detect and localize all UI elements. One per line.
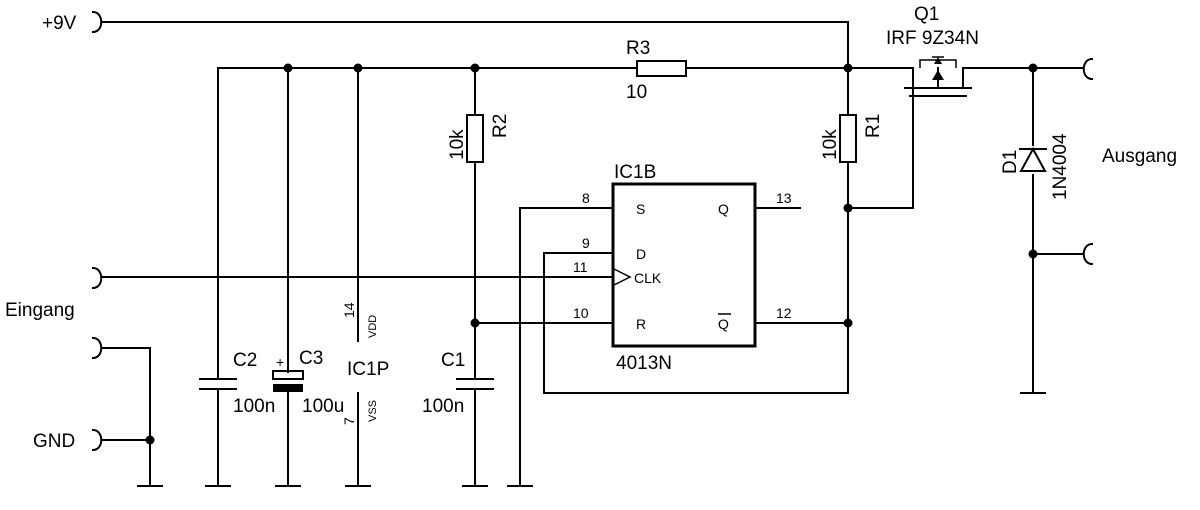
ic1b-ref: IC1B [614, 162, 656, 183]
output-label: Ausgang [1102, 146, 1177, 167]
pin-d-label: D [636, 246, 646, 262]
c1-value: 100n [422, 396, 464, 417]
c3-ref: C3 [299, 348, 323, 369]
c1-ref: C1 [441, 350, 465, 371]
ground-symbols [137, 392, 1046, 487]
gnd-connector[interactable] [91, 428, 103, 452]
capacitor-c2[interactable]: C2 100n [199, 350, 275, 417]
diode-d1[interactable]: D1 1N4004 [1000, 133, 1071, 200]
pin-s-label: S [636, 201, 645, 217]
r1-ref: R1 [863, 114, 884, 138]
capacitor-c1[interactable]: C1 100n [422, 350, 494, 417]
pin-qbar-label: Q [718, 316, 729, 332]
d1-value: 1N4004 [1050, 133, 1071, 200]
pin-qbar-number: 12 [776, 305, 792, 321]
q1-value: IRF 9Z34N [886, 28, 979, 49]
input-connector[interactable] [91, 266, 103, 290]
ic1b-value: 4013N [616, 353, 672, 374]
pin-d-number: 9 [582, 235, 590, 251]
r3-ref: R3 [626, 38, 650, 59]
c2-ref: C2 [233, 350, 257, 371]
c3-polarity: + [276, 354, 284, 370]
ic1p-vdd-pin: 14 [341, 302, 357, 318]
pin-clk-label: CLK [634, 270, 662, 286]
ic1p-vss-pin: 7 [341, 417, 357, 425]
vcc-label: +9V [42, 13, 77, 34]
resistor-r2[interactable]: 10k R2 [447, 114, 511, 163]
ic1p-vdd-label: VDD [367, 315, 379, 338]
input-label: Eingang [5, 300, 75, 321]
pin-s-number: 8 [582, 190, 590, 206]
r1-value: 10k [820, 129, 841, 160]
mosfet-q1[interactable]: Q1 IRF 9Z34N [886, 4, 979, 97]
r2-value: 10k [447, 129, 468, 160]
junctions [145, 63, 1038, 445]
q1-ref: Q1 [914, 4, 939, 25]
output-connector-top[interactable] [1082, 57, 1094, 81]
pin-q-number: 13 [776, 190, 792, 206]
resistor-r1[interactable]: 10k R1 [820, 114, 884, 163]
r3-value: 10 [626, 82, 647, 103]
pin-clk-number: 11 [573, 259, 588, 275]
ic1p-vss-label: VSS [367, 400, 379, 422]
ic1b-flipflop[interactable]: IC1B 4013N S D CLK R Q Q 8 9 11 10 13 12 [573, 162, 792, 374]
ic1p-power[interactable]: 14 VDD IC1P 7 VSS [341, 274, 389, 426]
pin-r-label: R [636, 316, 646, 332]
d1-ref: D1 [1000, 150, 1021, 174]
gnd-label: GND [33, 431, 75, 452]
output-connector-bottom[interactable] [1082, 242, 1094, 266]
pin-q-label: Q [718, 201, 729, 217]
c3-value: 100u [302, 396, 344, 417]
vcc-connector[interactable] [91, 10, 103, 34]
pin-r-number: 10 [573, 305, 589, 321]
ic1p-ref: IC1P [347, 359, 389, 380]
capacitor-c3[interactable]: + C3 100u [272, 348, 344, 417]
aux-connector[interactable] [91, 336, 103, 360]
r2-ref: R2 [490, 114, 511, 138]
resistor-r3[interactable]: R3 10 [626, 38, 687, 103]
c2-value: 100n [233, 396, 275, 417]
